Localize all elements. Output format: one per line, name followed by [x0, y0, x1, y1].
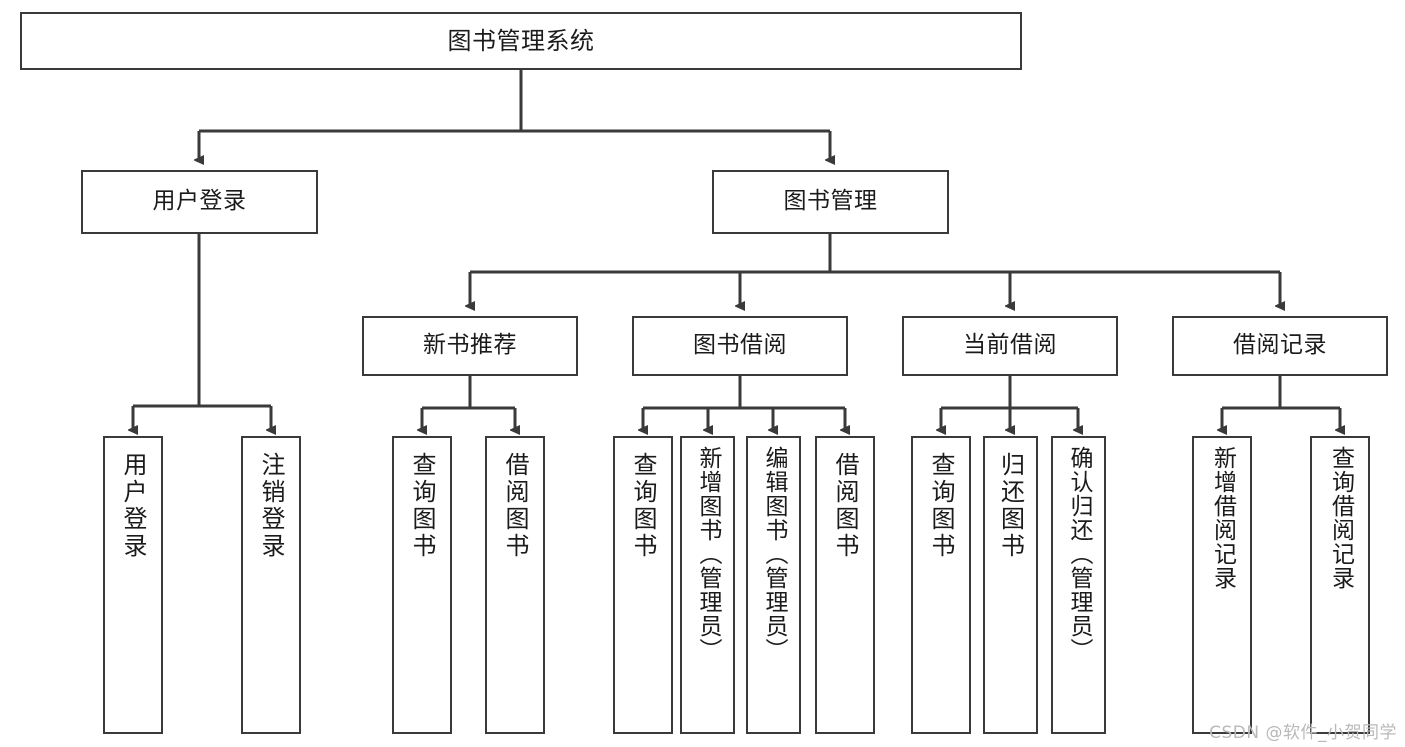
node-label: 查询图书 [629, 452, 657, 560]
node-book-management[interactable]: 图书管理 [712, 170, 949, 234]
node-label: 查询图书 [408, 452, 436, 560]
node-label: 归还图书 [996, 452, 1025, 560]
leaf-edit-book-admin[interactable]: 编辑图书（管理员） [746, 436, 801, 734]
node-label: 图书管理 [783, 188, 878, 215]
node-label: 新书推荐 [423, 332, 517, 359]
node-book-borrow[interactable]: 图书借阅 [632, 316, 848, 376]
leaf-query-borrow-record[interactable]: 查询借阅记录 [1310, 436, 1370, 734]
node-label: 借阅图书 [501, 452, 529, 560]
node-root-system[interactable]: 图书管理系统 [20, 12, 1022, 70]
node-label: 图书管理系统 [447, 26, 595, 55]
node-label: 查询借阅记录 [1327, 446, 1354, 590]
leaf-query-book-recommend[interactable]: 查询图书 [392, 436, 452, 734]
leaf-borrow-book-recommend[interactable]: 借阅图书 [485, 436, 545, 734]
node-label: 图书借阅 [693, 332, 787, 359]
leaf-user-login[interactable]: 用户登录 [103, 436, 163, 734]
node-label: 新增借阅记录 [1209, 446, 1236, 590]
node-label: 注销登录 [257, 452, 285, 560]
leaf-add-book-admin[interactable]: 新增图书（管理员） [680, 436, 735, 734]
node-label: 借阅图书 [831, 452, 859, 560]
leaf-return-book[interactable]: 归还图书 [983, 436, 1038, 734]
node-current-borrow[interactable]: 当前借阅 [902, 316, 1118, 376]
leaf-add-borrow-record[interactable]: 新增借阅记录 [1192, 436, 1252, 734]
leaf-query-book-borrow[interactable]: 查询图书 [613, 436, 673, 734]
node-label: 查询图书 [927, 452, 955, 560]
node-label: 用户登录 [119, 452, 147, 560]
node-label: 新增图书（管理员） [695, 446, 721, 662]
csdn-watermark: CSDN @软件_小贺同学 [1209, 723, 1397, 743]
node-new-book-recommend[interactable]: 新书推荐 [362, 316, 578, 376]
node-label: 用户登录 [152, 188, 247, 215]
node-label: 编辑图书（管理员） [761, 446, 787, 662]
node-user-login[interactable]: 用户登录 [81, 170, 318, 234]
leaf-query-book-current[interactable]: 查询图书 [911, 436, 971, 734]
node-borrow-record[interactable]: 借阅记录 [1172, 316, 1388, 376]
leaf-confirm-return-admin[interactable]: 确认归还（管理员） [1051, 436, 1106, 734]
leaf-borrow-book[interactable]: 借阅图书 [815, 436, 875, 734]
node-label: 确认归还（管理员） [1066, 446, 1092, 662]
node-label: 借阅记录 [1233, 332, 1327, 359]
leaf-logout-login[interactable]: 注销登录 [241, 436, 301, 734]
node-label: 当前借阅 [963, 332, 1057, 359]
